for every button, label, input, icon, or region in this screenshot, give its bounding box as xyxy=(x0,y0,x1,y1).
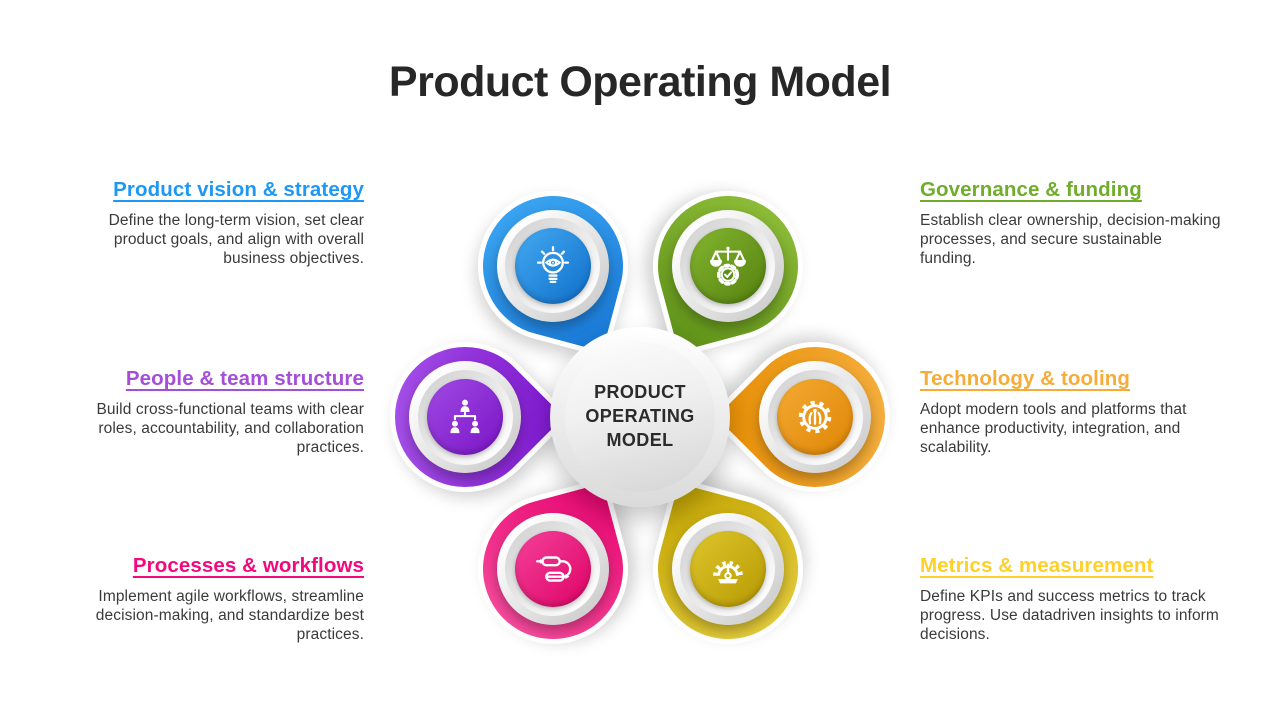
ring-processes xyxy=(496,512,609,625)
section-title: People & team structure xyxy=(125,367,364,390)
gear-circuit-icon xyxy=(777,379,853,455)
balance-scale-gear-check-icon xyxy=(689,227,766,304)
section-title: Technology & tooling xyxy=(920,367,1131,390)
section-metrics: Metrics & measurement Define KPIs and su… xyxy=(920,554,1222,645)
section-body: Define KPIs and success metrics to track… xyxy=(920,588,1219,644)
workflow-snake-arrows-icon xyxy=(514,530,591,607)
section-body: Implement agile workflows, streamline de… xyxy=(95,588,364,644)
section-processes: Processes & workflows Implement agile wo… xyxy=(62,554,364,645)
org-chart-people-icon xyxy=(427,379,503,455)
page-title: Product Operating Model xyxy=(388,58,892,106)
ring-people xyxy=(409,361,521,473)
flower-diagram: PRODUCT OPERATING MODEL xyxy=(358,167,922,667)
section-body: Build cross-functional teams with clear … xyxy=(96,401,364,457)
section-body: Establish clear ownership, decision-maki… xyxy=(920,212,1221,268)
section-product-vision: Product vision & strategy Define the lon… xyxy=(62,178,364,269)
ring-governance xyxy=(671,209,784,322)
center-label: PRODUCT OPERATING MODEL xyxy=(585,382,695,450)
section-body: Define the long-term vision, set clear p… xyxy=(108,212,364,268)
section-body: Adopt modern tools and platforms that en… xyxy=(920,401,1187,457)
center-circle-inner: PRODUCT OPERATING MODEL xyxy=(565,342,715,492)
ring-technology xyxy=(759,361,871,473)
section-governance: Governance & funding Establish clear own… xyxy=(920,178,1222,269)
speedometer-gear-icon xyxy=(689,530,766,607)
lightbulb-eye-icon xyxy=(514,227,591,304)
section-title: Product vision & strategy xyxy=(113,178,364,201)
section-title: Governance & funding xyxy=(920,178,1142,201)
section-technology: Technology & tooling Adopt modern tools … xyxy=(920,367,1222,458)
center-circle: PRODUCT OPERATING MODEL xyxy=(550,327,730,507)
section-title: Metrics & measurement xyxy=(920,554,1154,577)
ring-metrics xyxy=(671,512,784,625)
section-people-team: People & team structure Build cross-func… xyxy=(62,367,364,458)
ring-product-vision xyxy=(496,209,609,322)
section-title: Processes & workflows xyxy=(132,554,364,577)
